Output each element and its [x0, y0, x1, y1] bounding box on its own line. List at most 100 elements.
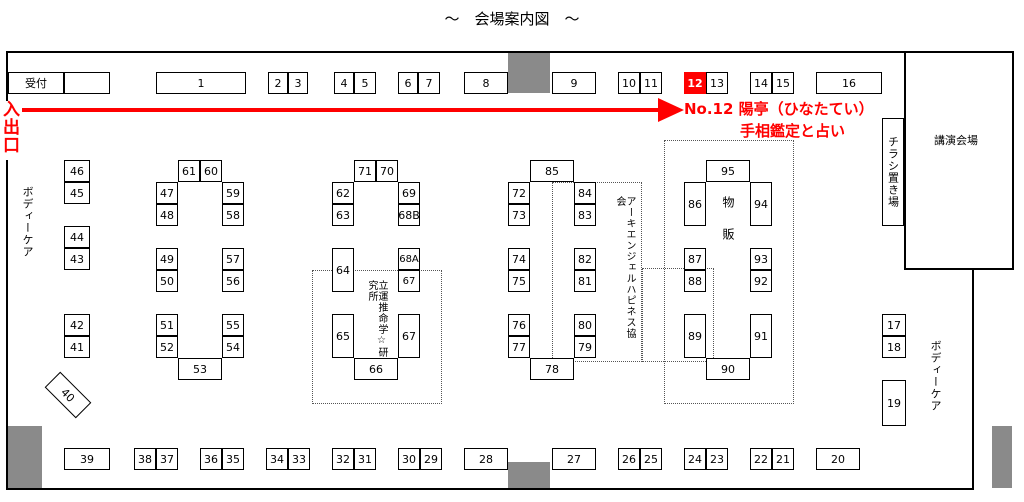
booth-94[interactable]: 93	[750, 248, 772, 270]
booth-34[interactable]: 34	[266, 448, 288, 470]
booth-86[interactable]: 85	[530, 160, 574, 182]
booth-37[interactable]: 37	[156, 448, 178, 470]
booth-13[interactable]: 13	[706, 72, 728, 94]
booth-12-highlight[interactable]: 12	[684, 72, 706, 94]
booth-35[interactable]: 35	[222, 448, 244, 470]
booth-20[interactable]: 20	[816, 448, 860, 470]
booth-36[interactable]: 36	[200, 448, 222, 470]
booth-28[interactable]: 28	[464, 448, 508, 470]
booth-32[interactable]: 32	[332, 448, 354, 470]
booth-1[interactable]: 1	[156, 72, 246, 94]
booth-47[interactable]: 47	[156, 182, 178, 204]
booth-17[interactable]: 17	[882, 314, 906, 336]
booth-68B[interactable]: 68A	[398, 248, 420, 270]
booth-96[interactable]: 95	[706, 160, 750, 182]
booth-55[interactable]: 55	[222, 314, 244, 336]
booth-62[interactable]: 62	[332, 182, 354, 204]
booth-69[interactable]: 68B	[398, 204, 420, 226]
booth-9[interactable]: 9	[552, 72, 596, 94]
booth-31[interactable]: 31	[354, 448, 376, 470]
booth-82[interactable]: 81	[574, 270, 596, 292]
booth-14[interactable]: 14	[750, 72, 772, 94]
booth-72[interactable]: 71	[354, 160, 376, 182]
booth-18[interactable]: 18	[882, 336, 906, 358]
highlight-desc: 手相鑑定と占い	[740, 122, 846, 140]
booth-92[interactable]: 91	[750, 314, 772, 358]
booth-38[interactable]: 38	[134, 448, 156, 470]
booth-10[interactable]: 10	[618, 72, 640, 94]
booth-59[interactable]: 59	[222, 182, 244, 204]
booth-21[interactable]: 21	[772, 448, 794, 470]
booth-73[interactable]: 72	[508, 182, 530, 204]
booth-87[interactable]: 86	[684, 182, 706, 226]
booth-68A[interactable]: 67	[398, 270, 420, 292]
booth-52[interactable]: 52	[156, 336, 178, 358]
booth-77[interactable]: 76	[508, 314, 530, 336]
booth-4[interactable]: 4	[334, 72, 354, 94]
booth-33[interactable]: 33	[288, 448, 310, 470]
booth-53[interactable]: 53	[178, 358, 222, 380]
booth-30[interactable]: 30	[398, 448, 420, 470]
booth-40[interactable]: 40	[44, 371, 92, 419]
booth-79[interactable]: 78	[530, 358, 574, 380]
booth-70[interactable]: 69	[398, 182, 420, 204]
booth-27[interactable]: 27	[552, 448, 596, 470]
booth-24[interactable]: 24	[684, 448, 706, 470]
booth-6[interactable]: 6	[398, 72, 418, 94]
booth-78[interactable]: 77	[508, 336, 530, 358]
booth-65[interactable]: 65	[332, 314, 354, 358]
booth-42[interactable]: 42	[64, 314, 90, 336]
booth-44[interactable]: 44	[64, 226, 90, 248]
lecture-hall-label: 講演会場	[934, 134, 978, 147]
booth-66[interactable]: 66	[354, 358, 398, 380]
booth-49[interactable]: 49	[156, 248, 178, 270]
booth-26[interactable]: 26	[618, 448, 640, 470]
booth-54[interactable]: 54	[222, 336, 244, 358]
booth-64[interactable]: 64	[332, 248, 354, 292]
booth-7[interactable]: 7	[418, 72, 440, 94]
booth-90[interactable]: 89	[684, 314, 706, 358]
booth-95[interactable]: 94	[750, 182, 772, 226]
booth-83[interactable]: 82	[574, 248, 596, 270]
booth-5[interactable]: 5	[354, 72, 376, 94]
booth-61[interactable]: 61	[178, 160, 200, 182]
booth-23[interactable]: 23	[706, 448, 728, 470]
booth-58[interactable]: 58	[222, 204, 244, 226]
booth-80[interactable]: 79	[574, 336, 596, 358]
booth-71[interactable]: 70	[376, 160, 398, 182]
booth-81[interactable]: 80	[574, 314, 596, 336]
booth-67[interactable]: 67	[398, 314, 420, 358]
booth-15[interactable]: 15	[772, 72, 794, 94]
booth-46[interactable]: 46	[64, 160, 90, 182]
booth-45[interactable]: 45	[64, 182, 90, 204]
booth-48[interactable]: 48	[156, 204, 178, 226]
booth-89[interactable]: 88	[684, 270, 706, 292]
booth-74[interactable]: 73	[508, 204, 530, 226]
booth-8[interactable]: 8	[464, 72, 508, 94]
booth-60[interactable]: 60	[200, 160, 222, 182]
booth-50[interactable]: 50	[156, 270, 178, 292]
booth-84[interactable]: 83	[574, 204, 596, 226]
booth-11[interactable]: 11	[640, 72, 662, 94]
booth-85[interactable]: 84	[574, 182, 596, 204]
booth-43[interactable]: 43	[64, 248, 90, 270]
booth-22[interactable]: 22	[750, 448, 772, 470]
booth-41[interactable]: 41	[64, 336, 90, 358]
pillar-top	[508, 53, 550, 93]
booth-93[interactable]: 92	[750, 270, 772, 292]
booth-25[interactable]: 25	[640, 448, 662, 470]
booth-63[interactable]: 63	[332, 204, 354, 226]
booth-51[interactable]: 51	[156, 314, 178, 336]
booth-16[interactable]: 16	[816, 72, 882, 94]
booth-19[interactable]: 19	[882, 380, 906, 426]
booth-91[interactable]: 90	[706, 358, 750, 380]
booth-39[interactable]: 39	[64, 448, 110, 470]
booth-56[interactable]: 56	[222, 270, 244, 292]
booth-88[interactable]: 87	[684, 248, 706, 270]
booth-3[interactable]: 3	[288, 72, 308, 94]
booth-57[interactable]: 57	[222, 248, 244, 270]
booth-2[interactable]: 2	[268, 72, 288, 94]
booth-29[interactable]: 29	[420, 448, 442, 470]
booth-76[interactable]: 75	[508, 270, 530, 292]
booth-75[interactable]: 74	[508, 248, 530, 270]
